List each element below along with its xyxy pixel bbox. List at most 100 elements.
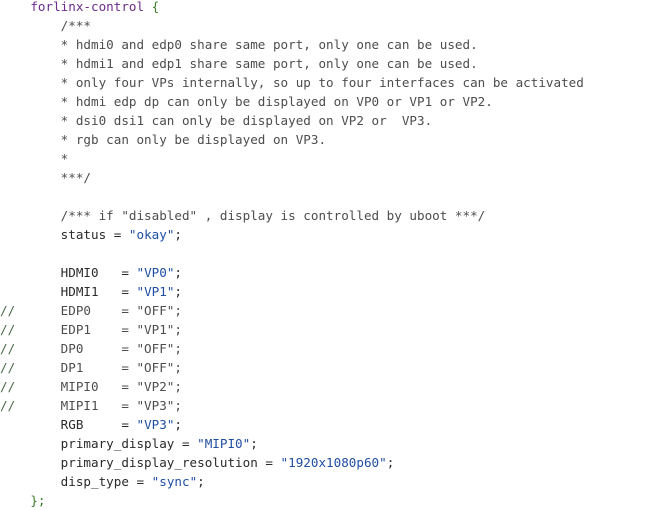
code-text: * rgb can only be displayed on VP3.: [0, 130, 326, 149]
comment-marker: //: [0, 341, 16, 356]
code-token: "okay": [128, 227, 175, 242]
code-text: primary_display_resolution = "1920x1080p…: [0, 453, 395, 472]
code-token: * hdmi1 and edp1 share same port, only o…: [0, 56, 478, 71]
code-line[interactable]: disp_type = "sync";: [0, 472, 649, 491]
code-token: "VP0": [136, 265, 175, 280]
code-token: * only four VPs internally, so up to fou…: [0, 75, 584, 90]
code-line[interactable]: * dsi0 dsi1 can only be displayed on VP2…: [0, 111, 649, 130]
code-line[interactable]: RGB = "VP3";: [0, 415, 649, 434]
code-token: * dsi0 dsi1 can only be displayed on VP2…: [0, 113, 433, 128]
code-token: "1920x1080p60": [280, 455, 387, 470]
code-token: * rgb can only be displayed on VP3.: [0, 132, 327, 147]
code-text: MIPI0 = "VP2";: [0, 377, 182, 396]
comment-marker: //: [0, 379, 16, 394]
code-token: "VP1": [136, 284, 175, 299]
code-token: ;: [174, 284, 182, 299]
code-token: "MIPI0": [197, 436, 251, 451]
code-token: [0, 0, 30, 14]
code-token: };: [30, 493, 46, 508]
code-token: EDP1 = "VP1";: [0, 322, 182, 337]
code-token: "sync": [151, 474, 198, 489]
code-line[interactable]: // DP0 = "OFF";: [0, 339, 649, 358]
code-line[interactable]: ***/: [0, 168, 649, 187]
code-line[interactable]: *: [0, 149, 649, 168]
code-token: status =: [0, 227, 129, 242]
code-token: *: [0, 151, 69, 166]
code-token: forlinx-control: [30, 0, 145, 14]
code-text: * dsi0 dsi1 can only be displayed on VP2…: [0, 111, 433, 130]
comment-marker: //: [0, 360, 16, 375]
code-text: * hdmi0 and edp0 share same port, only o…: [0, 35, 478, 54]
code-text: /***: [0, 16, 91, 35]
code-text: MIPI1 = "VP3";: [0, 396, 182, 415]
code-line[interactable]: * only four VPs internally, so up to fou…: [0, 73, 649, 92]
code-line[interactable]: forlinx-control {: [0, 0, 649, 16]
code-text: * hdmi1 and edp1 share same port, only o…: [0, 54, 478, 73]
code-text: * only four VPs internally, so up to fou…: [0, 73, 584, 92]
code-token: "VP3": [136, 417, 175, 432]
code-token: ;: [197, 474, 205, 489]
code-token: ;: [174, 417, 182, 432]
code-text: DP1 = "OFF";: [0, 358, 182, 377]
code-token: [0, 493, 30, 508]
code-line[interactable]: * hdmi edp dp can only be displayed on V…: [0, 92, 649, 111]
code-text: DP0 = "OFF";: [0, 339, 182, 358]
code-token: ;: [174, 265, 182, 280]
code-text: /*** if "disabled" , display is controll…: [0, 206, 486, 225]
code-token: RGB =: [0, 417, 137, 432]
code-text: EDP1 = "VP1";: [0, 320, 182, 339]
code-token: MIPI1 = "VP3";: [0, 398, 182, 413]
code-token: ***/: [0, 170, 91, 185]
comment-marker: //: [0, 322, 16, 337]
code-text: EDP0 = "OFF";: [0, 301, 182, 320]
code-token: disp_type =: [0, 474, 152, 489]
code-text: disp_type = "sync";: [0, 472, 205, 491]
code-token: HDMI0 =: [0, 265, 137, 280]
code-token: ;: [250, 436, 258, 451]
code-line[interactable]: // EDP0 = "OFF";: [0, 301, 649, 320]
code-line[interactable]: /***: [0, 16, 649, 35]
code-line[interactable]: // EDP1 = "VP1";: [0, 320, 649, 339]
code-text: status = "okay";: [0, 225, 182, 244]
code-line[interactable]: * hdmi0 and edp0 share same port, only o…: [0, 35, 649, 54]
code-line[interactable]: * rgb can only be displayed on VP3.: [0, 130, 649, 149]
code-text: primary_display = "MIPI0";: [0, 434, 258, 453]
code-text: * hdmi edp dp can only be displayed on V…: [0, 92, 493, 111]
comment-marker: //: [0, 398, 16, 413]
code-token: primary_display =: [0, 436, 198, 451]
code-line[interactable]: primary_display = "MIPI0";: [0, 434, 649, 453]
code-token: ;: [174, 227, 182, 242]
code-token: ;: [386, 455, 395, 470]
code-line[interactable]: // MIPI0 = "VP2";: [0, 377, 649, 396]
code-token: HDMI1 =: [0, 284, 137, 299]
code-token: primary_display_resolution =: [0, 455, 281, 470]
code-text: ***/: [0, 168, 91, 187]
code-line[interactable]: // MIPI1 = "VP3";: [0, 396, 649, 415]
code-token: /*** if "disabled" , display is controll…: [0, 208, 486, 223]
code-line[interactable]: status = "okay";: [0, 225, 649, 244]
code-line[interactable]: HDMI1 = "VP1";: [0, 282, 649, 301]
code-token: * hdmi edp dp can only be displayed on V…: [0, 94, 493, 109]
code-text: };: [0, 491, 46, 510]
code-text: HDMI0 = "VP0";: [0, 263, 182, 282]
code-text: HDMI1 = "VP1";: [0, 282, 182, 301]
code-token: MIPI0 = "VP2";: [0, 379, 182, 394]
code-line[interactable]: [0, 244, 649, 263]
code-token: {: [144, 0, 160, 14]
code-text: *: [0, 149, 69, 168]
code-line[interactable]: [0, 187, 649, 206]
code-token: DP0 = "OFF";: [0, 341, 182, 356]
code-line[interactable]: primary_display_resolution = "1920x1080p…: [0, 453, 649, 472]
code-token: * hdmi0 and edp0 share same port, only o…: [0, 37, 478, 52]
code-token: DP1 = "OFF";: [0, 360, 182, 375]
code-token: EDP0 = "OFF";: [0, 303, 182, 318]
code-line[interactable]: * hdmi1 and edp1 share same port, only o…: [0, 54, 649, 73]
code-text: forlinx-control {: [0, 0, 159, 16]
code-line[interactable]: HDMI0 = "VP0";: [0, 263, 649, 282]
code-line[interactable]: };: [0, 491, 649, 510]
code-line[interactable]: /*** if "disabled" , display is controll…: [0, 206, 649, 225]
code-line[interactable]: // DP1 = "OFF";: [0, 358, 649, 377]
code-token: /***: [0, 18, 91, 33]
code-text: RGB = "VP3";: [0, 415, 182, 434]
